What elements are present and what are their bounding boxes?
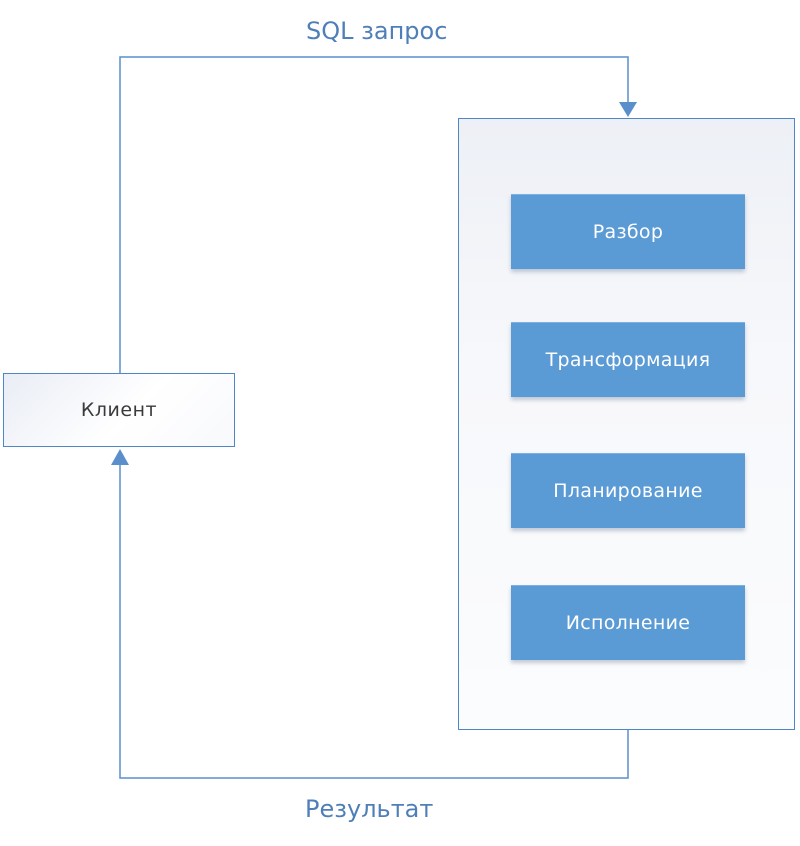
response-label: Результат [305,795,434,823]
stage-transform: Трансформация [511,322,745,397]
stage-label: Трансформация [545,349,711,371]
client-box: Клиент [3,373,235,447]
server-container: Разбор Трансформация Планирование Исполн… [458,118,795,730]
request-arrowhead [619,102,637,117]
stage-label: Исполнение [565,612,691,634]
client-label: Клиент [80,399,158,421]
stage-parse: Разбор [511,194,745,269]
stage-plan: Планирование [511,453,745,528]
stage-label: Разбор [592,221,664,243]
request-label: SQL запрос [306,17,448,45]
stage-execute: Исполнение [511,585,745,660]
stage-label: Планирование [553,480,703,502]
response-arrowhead [111,449,129,465]
